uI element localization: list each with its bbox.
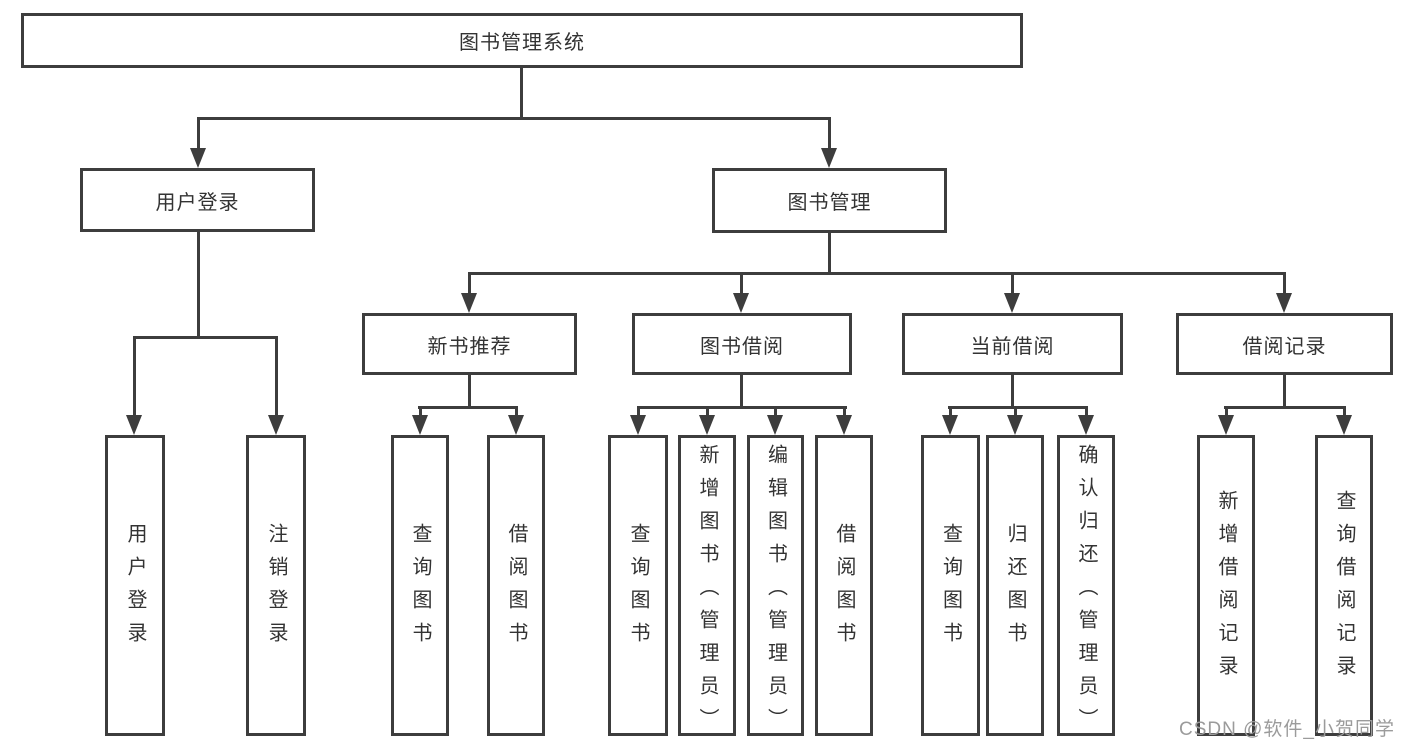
csdn-watermark: CSDN @软件_小贺同学	[1179, 719, 1395, 740]
connector-drop-user-login	[197, 118, 200, 150]
node-book-management: 图书管理	[712, 168, 947, 233]
connector-borrow-stem	[740, 375, 743, 408]
leaf-return-books: 归还图书	[986, 435, 1044, 736]
node-new-book-recommend: 新书推荐	[362, 313, 577, 375]
arrowhead-borrow	[733, 293, 749, 313]
connector-level2-hbar	[197, 117, 831, 120]
connector-current-stem	[1011, 375, 1014, 408]
connector-root-stem	[520, 68, 523, 119]
arrowhead-current	[1004, 293, 1020, 313]
arrowhead-recommend	[461, 293, 477, 313]
node-user-login: 用户登录	[80, 168, 315, 232]
connector-recommend-stem	[468, 375, 471, 408]
connector-drop-records	[1283, 273, 1286, 295]
connector-user-login-stem	[197, 232, 200, 338]
connector-group3-hbar	[637, 406, 847, 409]
arrowhead-query-current	[942, 415, 958, 435]
arrowhead-borrow-recommend	[508, 415, 524, 435]
arrowhead-user-login	[190, 148, 206, 168]
node-borrow-records: 借阅记录	[1176, 313, 1393, 375]
connector-drop-leaf-user-login	[133, 336, 136, 418]
leaf-borrow-books: 借阅图书	[815, 435, 873, 736]
arrowhead-query-recommend	[412, 415, 428, 435]
arrowhead-edit-book	[767, 415, 783, 435]
connector-drop-borrow	[740, 273, 743, 295]
connector-drop-query-record	[1343, 406, 1346, 418]
connector-group1-hbar	[133, 336, 278, 339]
arrowhead-query-borrow	[630, 415, 646, 435]
leaf-user-login: 用户登录	[105, 435, 165, 736]
node-book-borrow: 图书借阅	[632, 313, 852, 375]
leaf-add-book-admin: 新增图书（管理员）	[678, 435, 736, 741]
arrowhead-query-record	[1336, 415, 1352, 435]
connector-drop-borrow-books	[843, 406, 846, 418]
leaf-confirm-return-admin: 确认归还（管理员）	[1057, 435, 1115, 741]
leaf-query-borrow-record: 查询借阅记录	[1315, 435, 1373, 736]
leaf-query-books-current: 查询图书	[921, 435, 980, 736]
connector-level3-hbar	[468, 272, 1286, 275]
arrowhead-leaf-user-login	[126, 415, 142, 435]
connector-group2-hbar	[418, 406, 518, 409]
connector-drop-return-books	[1014, 406, 1017, 418]
connector-group5-hbar	[1224, 406, 1346, 409]
arrowhead-confirm-return	[1078, 415, 1094, 435]
connector-drop-query-recommend	[419, 406, 422, 418]
connector-group4-hbar	[948, 406, 1088, 409]
connector-drop-query-borrow	[637, 406, 640, 418]
connector-drop-add-book	[706, 406, 709, 418]
arrowhead-records	[1276, 293, 1292, 313]
node-root-library-system: 图书管理系统	[21, 13, 1023, 68]
connector-drop-recommend	[468, 273, 471, 295]
arrowhead-add-record	[1218, 415, 1234, 435]
arrowhead-book-management	[821, 148, 837, 168]
connector-drop-add-record	[1225, 406, 1228, 418]
leaf-query-books-recommend: 查询图书	[391, 435, 449, 736]
arrowhead-borrow-books	[836, 415, 852, 435]
node-current-borrow: 当前借阅	[902, 313, 1123, 375]
connector-drop-confirm-return	[1085, 406, 1088, 418]
arrowhead-add-book	[699, 415, 715, 435]
connector-drop-query-current	[949, 406, 952, 418]
leaf-edit-book-admin: 编辑图书（管理员）	[747, 435, 804, 741]
leaf-borrow-books-recommend: 借阅图书	[487, 435, 545, 736]
connector-drop-current	[1011, 273, 1014, 295]
connector-drop-edit-book	[774, 406, 777, 418]
arrowhead-leaf-logout	[268, 415, 284, 435]
leaf-logout: 注销登录	[246, 435, 306, 736]
connector-drop-leaf-logout	[275, 336, 278, 418]
connector-drop-borrow-recommend	[515, 406, 518, 418]
connector-book-management-stem	[828, 233, 831, 274]
connector-records-stem	[1283, 375, 1286, 408]
arrowhead-return-books	[1007, 415, 1023, 435]
connector-drop-book-management	[828, 118, 831, 150]
leaf-add-borrow-record: 新增借阅记录	[1197, 435, 1255, 736]
leaf-query-books-borrow: 查询图书	[608, 435, 668, 736]
